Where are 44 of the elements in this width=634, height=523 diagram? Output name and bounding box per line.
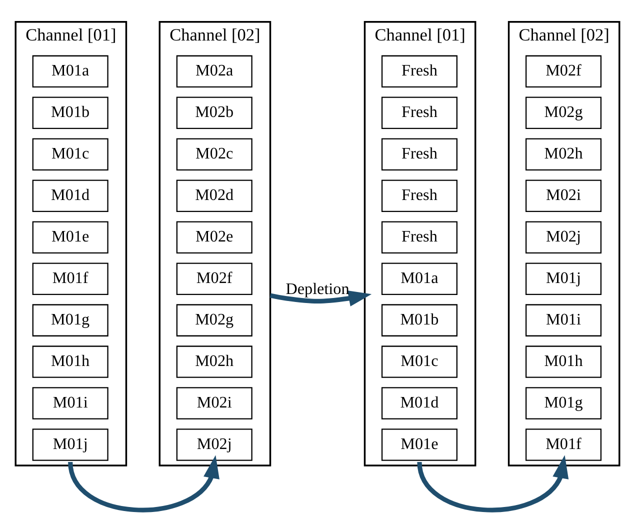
node-box: M02i	[176, 387, 252, 420]
node-box: M02e	[176, 221, 252, 254]
node-box: Fresh	[380, 138, 457, 171]
node-box: Fresh	[380, 180, 457, 212]
node-box: M01g	[524, 387, 602, 420]
node-box: M02h	[176, 346, 252, 378]
node-box: Fresh	[380, 221, 457, 254]
node-box: M01d	[32, 180, 108, 212]
arrow	[68, 455, 219, 512]
node-box: M02g	[524, 96, 602, 130]
node-box: M02f	[524, 55, 602, 88]
node-box: M01f	[32, 262, 108, 295]
node-box: M01c	[32, 138, 108, 171]
arrow	[269, 290, 372, 306]
node-box: M02j	[524, 221, 602, 254]
node-box: M01e	[32, 221, 108, 254]
node-box: M01b	[32, 96, 108, 130]
node-box: M02b	[176, 96, 252, 130]
node-box: M01i	[32, 387, 108, 420]
node-box: M01a	[380, 262, 457, 295]
node-box: M02j	[176, 428, 252, 461]
arrow	[416, 455, 568, 512]
node-box: M01f	[524, 428, 602, 461]
node-box: M01j	[32, 428, 108, 461]
node-box: M02d	[176, 180, 252, 212]
node-box: M02f	[176, 262, 252, 295]
node-box: M02a	[176, 55, 252, 88]
node-box: Fresh	[380, 55, 457, 88]
node-box: M01i	[524, 304, 602, 336]
node-box: M01a	[32, 55, 108, 88]
node-box: M01g	[32, 304, 108, 336]
node-box: M01b	[380, 304, 457, 336]
node-box: M01j	[524, 262, 602, 295]
node-box: M02i	[524, 180, 602, 212]
node-box: M01h	[524, 346, 602, 378]
node-box: M02c	[176, 138, 252, 171]
edge-label: Depletion	[285, 281, 349, 298]
node-box: M01d	[380, 387, 457, 420]
node-box: M01h	[32, 346, 108, 378]
node-box: M01c	[380, 346, 457, 378]
node-box: M02h	[524, 138, 602, 171]
node-box: Fresh	[380, 96, 457, 130]
node-box: M02g	[176, 304, 252, 336]
node-box: M01e	[380, 428, 457, 461]
